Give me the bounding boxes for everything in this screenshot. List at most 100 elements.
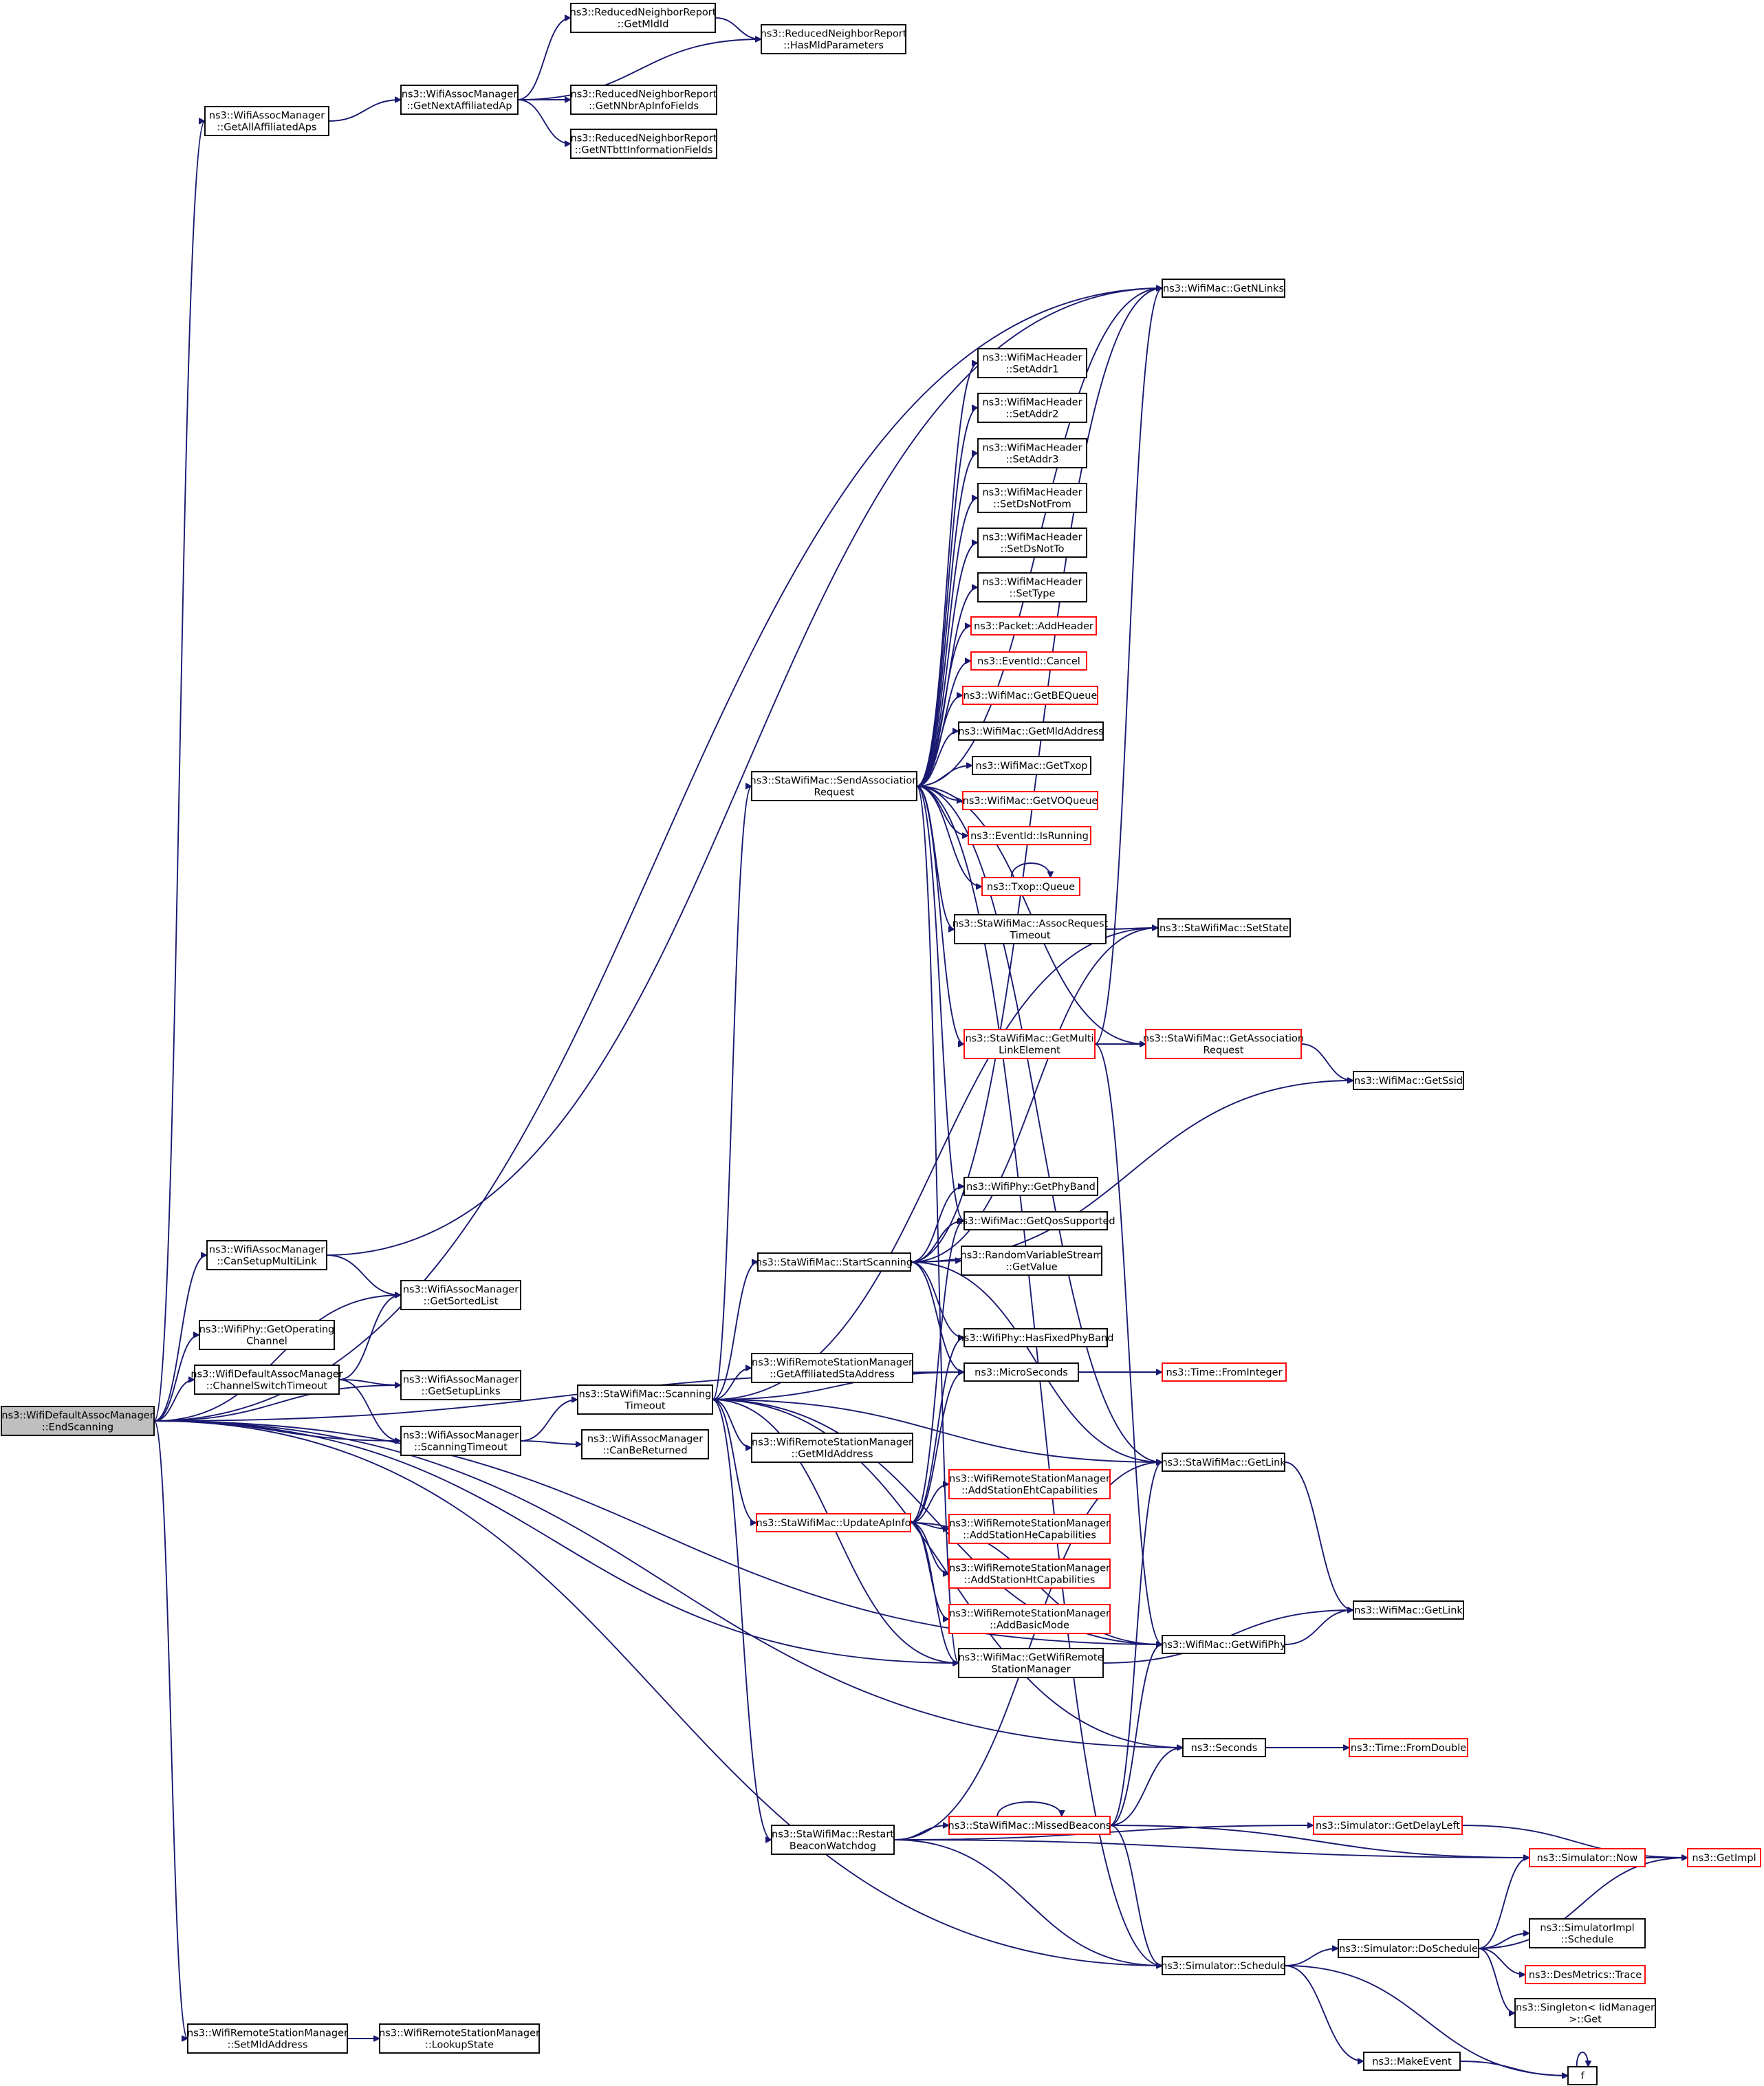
node-setType[interactable]: ns3::WifiMacHeader::SetType [977,572,1087,602]
node-rnrGetNNbr[interactable]: ns3::ReducedNeighborReport::GetNNbrApInf… [570,85,717,115]
node-getNextAff[interactable]: ns3::WifiAssocManager::GetNextAffiliated… [400,85,519,115]
call-edge-updateApInfo-addHt [910,1522,950,1574]
node-box [400,1280,521,1310]
node-box [1162,1362,1287,1382]
call-edge-staScanTimeout-getAffSta [712,1368,752,1400]
node-simImplSchedule[interactable]: ns3::SimulatorImpl::Schedule [1529,1918,1646,1948]
node-getTxop[interactable]: ns3::WifiMac::GetTxop [972,756,1091,775]
node-getNLinks[interactable]: ns3::WifiMac::GetNLinks [1162,279,1285,298]
node-label: ns3::WifiMac::GetMldAddress [958,726,1103,737]
node-label: Request [814,787,855,798]
node-getSortedList[interactable]: ns3::WifiAssocManager::GetSortedList [400,1280,521,1310]
node-box [954,914,1107,944]
node-label: ns3::WifiRemoteStationManager [949,1563,1110,1574]
node-evCancel[interactable]: ns3::EventId::Cancel [970,651,1087,671]
node-box [948,1604,1111,1634]
node-missedBeacons[interactable]: ns3::StaWifiMac::MissedBeacons [948,1816,1111,1835]
node-canSetupML[interactable]: ns3::WifiAssocManager::CanSetupMultiLink [206,1240,327,1270]
node-box [962,686,1098,705]
node-getMldAddr[interactable]: ns3::WifiMac::GetMldAddress [958,721,1104,741]
node-setAddr2[interactable]: ns3::WifiMacHeader::SetAddr2 [977,393,1087,423]
node-microSeconds[interactable]: ns3::MicroSeconds [963,1362,1079,1382]
node-setAddr3[interactable]: ns3::WifiMacHeader::SetAddr3 [977,438,1087,468]
call-edge-simSchedule-makeEvent [1284,1965,1364,2061]
node-addBasic[interactable]: ns3::WifiRemoteStationManager::AddBasicM… [948,1604,1111,1634]
node-setState[interactable]: ns3::StaWifiMac::SetState [1157,918,1291,937]
node-label: ns3::EventId::IsRunning [970,831,1089,842]
node-box [1529,1848,1646,1867]
node-label: ns3::Time::FromDouble [1351,1743,1466,1754]
node-label: ns3::GetImpl [1692,1853,1756,1864]
node-box [1363,2052,1461,2071]
node-macGetLink[interactable]: ns3::WifiMac::GetLink [1353,1600,1464,1620]
call-edge-staGetLink-macGetLink [1284,1462,1354,1610]
node-simSchedule[interactable]: ns3::Simulator::Schedule [1161,1956,1286,1975]
node-label: ns3::WifiRemoteStationManager [752,1437,913,1448]
node-label: ns3::WifiMacHeader [982,532,1082,543]
call-edge-scanTimeout-staScanTimeout [520,1400,578,1442]
node-label: ns3::WifiPhy::GetPhyBand [966,1182,1096,1193]
node-getVOQueue[interactable]: ns3::WifiMac::GetVOQueue [962,791,1098,810]
node-singletonGet[interactable]: ns3::Singleton< IidManager>::Get [1514,1998,1656,2028]
node-getSetupLinks[interactable]: ns3::WifiAssocManager::GetSetupLinks [400,1370,521,1400]
node-staScanTimeout[interactable]: ns3::StaWifiMac::ScanningTimeout [577,1384,713,1415]
node-root[interactable]: ns3::WifiDefaultAssocManager::EndScannin… [1,1406,155,1436]
node-lookupState[interactable]: ns3::WifiRemoteStationManager::LookupSta… [379,2023,540,2054]
node-getRsm[interactable]: ns3::WifiMac::GetWifiRemoteStationManage… [958,1648,1104,1678]
node-addEht[interactable]: ns3::WifiRemoteStationManager::AddStatio… [948,1469,1111,1499]
node-rvsGetValue[interactable]: ns3::RandomVariableStream::GetValue [961,1246,1103,1276]
node-hasFixedBand[interactable]: ns3::WifiPhy::HasFixedPhyBand [958,1328,1114,1347]
node-addHe[interactable]: ns3::WifiRemoteStationManager::AddStatio… [948,1514,1111,1544]
node-startScanning[interactable]: ns3::StaWifiMac::StartScanning [756,1252,913,1272]
node-simNow[interactable]: ns3::Simulator::Now [1529,1848,1646,1867]
node-updateApInfo[interactable]: ns3::StaWifiMac::UpdateApInfo [756,1513,911,1532]
node-rnrHasMld[interactable]: ns3::ReducedNeighborReport::HasMldParame… [761,24,907,54]
node-getImpl[interactable]: ns3::GetImpl [1687,1848,1761,1867]
node-box [400,1426,521,1456]
node-rsmGetMld[interactable]: ns3::WifiRemoteStationManager::GetMldAdd… [751,1433,913,1463]
node-getQos[interactable]: ns3::WifiMac::GetQosSupported [956,1211,1115,1230]
node-getPhyBand[interactable]: ns3::WifiPhy::GetPhyBand [963,1177,1098,1196]
node-setDsNotFrom[interactable]: ns3::WifiMacHeader::SetDsNotFrom [977,483,1087,513]
node-label: ::AddStationHtCapabilities [964,1575,1096,1586]
node-scanTimeout[interactable]: ns3::WifiAssocManager::ScanningTimeout [400,1426,521,1456]
node-seconds[interactable]: ns3::Seconds [1182,1738,1266,1757]
node-chSwitchTimeout[interactable]: ns3::WifiDefaultAssocManager::ChannelSwi… [190,1365,343,1395]
node-getWifiPhy[interactable]: ns3::WifiMac::GetWifiPhy [1161,1635,1286,1654]
node-label: ns3::StaWifiMac::SendAssociation [750,776,919,787]
node-rnrGetNTbtt[interactable]: ns3::ReducedNeighborReport::GetNTbttInfo… [570,129,717,159]
node-addHeader[interactable]: ns3::Packet::AddHeader [970,616,1097,635]
node-fromInteger[interactable]: ns3::Time::FromInteger [1162,1362,1287,1382]
node-getDelayLeft[interactable]: ns3::Simulator::GetDelayLeft [1313,1816,1463,1835]
node-label: ns3::Simulator::GetDelayLeft [1316,1821,1460,1832]
node-rnrGetMldId[interactable]: ns3::ReducedNeighborReport::GetMldId [570,3,717,33]
node-makeEvent[interactable]: ns3::MakeEvent [1363,2052,1461,2071]
node-label: ns3::WifiAssocManager [402,89,517,100]
node-fromDouble[interactable]: ns3::Time::FromDouble [1349,1738,1468,1757]
node-desTrace[interactable]: ns3::DesMetrics::Trace [1525,1965,1646,1984]
node-getAffSta[interactable]: ns3::WifiRemoteStationManager::GetAffili… [751,1353,913,1383]
node-addHt[interactable]: ns3::WifiRemoteStationManager::AddStatio… [948,1558,1111,1589]
node-getBEQueue[interactable]: ns3::WifiMac::GetBEQueue [962,686,1098,705]
node-getSsid[interactable]: ns3::WifiMac::GetSsid [1353,1071,1464,1090]
node-label: Timeout [1009,931,1051,942]
call-edge-getAllAff-getNextAff [328,100,401,122]
node-txopQueue[interactable]: ns3::Txop::Queue [981,877,1080,896]
node-setMldAddr[interactable]: ns3::WifiRemoteStationManager::SetMldAdd… [187,2023,348,2054]
node-label: ns3::Simulator::Schedule [1161,1961,1286,1972]
node-f[interactable]: f [1567,2066,1598,2085]
node-canBeReturned[interactable]: ns3::WifiAssocManager::CanBeReturned [581,1429,709,1459]
node-setAddr1[interactable]: ns3::WifiMacHeader::SetAddr1 [977,348,1087,378]
node-staGetLink[interactable]: ns3::StaWifiMac::GetLink [1161,1453,1286,1472]
node-box [751,1353,913,1383]
node-setDsNotTo[interactable]: ns3::WifiMacHeader::SetDsNotTo [977,528,1087,558]
node-doSchedule[interactable]: ns3::Simulator::DoSchedule [1338,1939,1479,1958]
node-getAllAff[interactable]: ns3::WifiAssocManager::GetAllAffiliatedA… [204,106,329,136]
node-evIsRunning[interactable]: ns3::EventId::IsRunning [968,826,1091,845]
